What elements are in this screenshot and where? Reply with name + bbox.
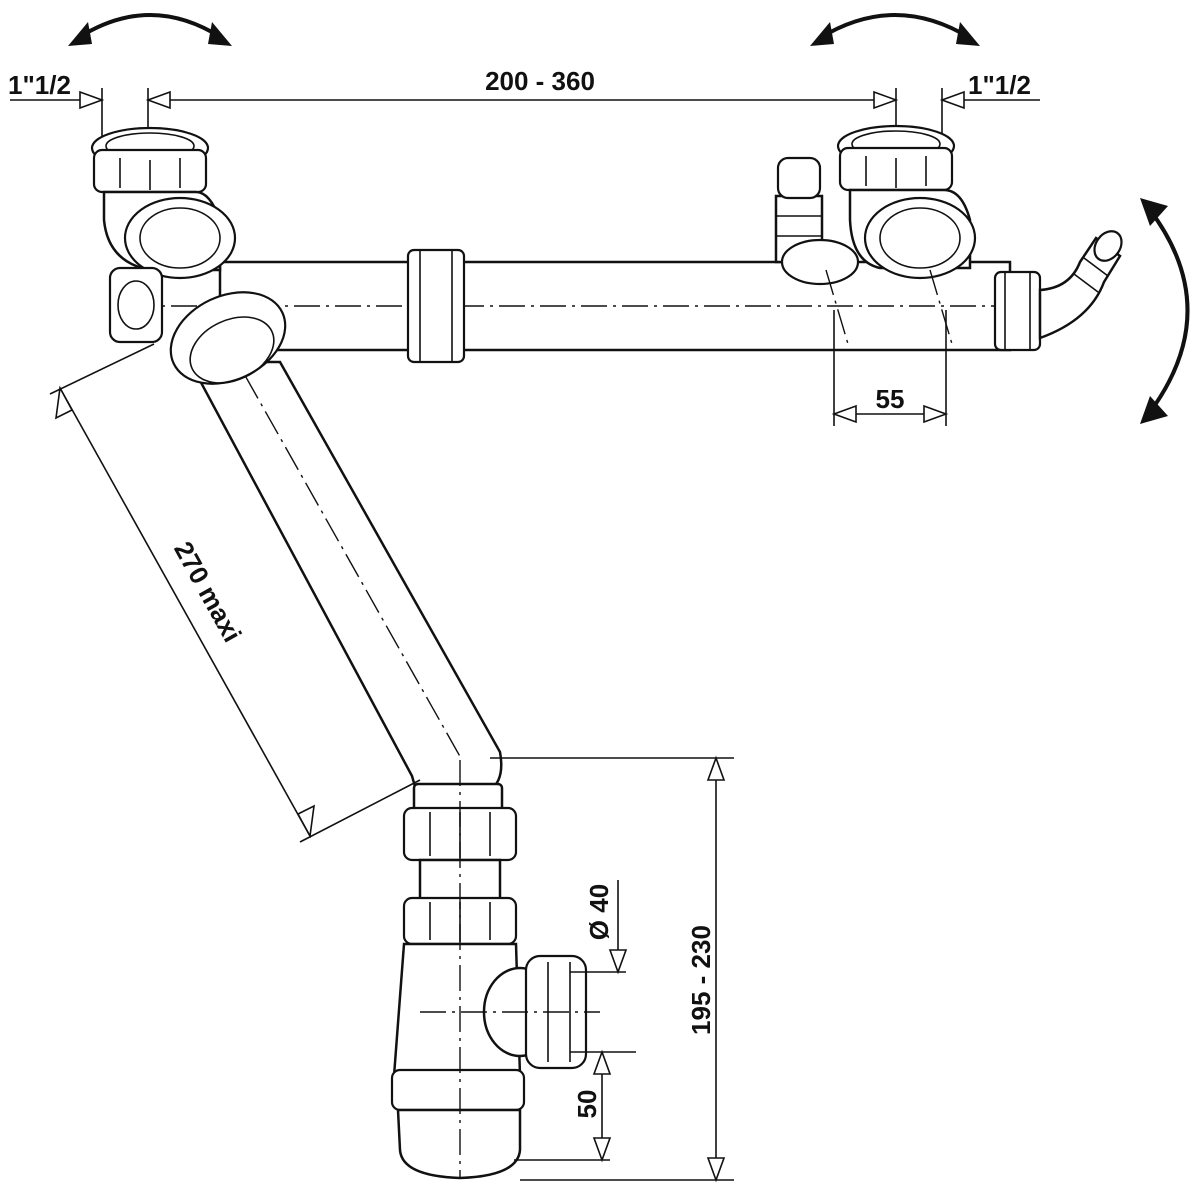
side-hose-nozzle <box>1038 230 1123 340</box>
outlet-diameter-label: Ø 40 <box>584 884 614 940</box>
dimension-thread-right: 1"1/2 <box>939 70 1040 160</box>
rotation-arrow-side-icon <box>1140 198 1190 424</box>
trap-height-label: 195 - 230 <box>686 925 716 1035</box>
left-inlet <box>90 126 237 344</box>
dimension-trap-height: 195 - 230 <box>490 755 734 1183</box>
horizontal-pipe <box>130 248 1042 364</box>
rotation-arrow-left-icon <box>68 13 232 46</box>
bottle-trap <box>390 760 600 1180</box>
dimension-overflow-offset: 55 <box>825 269 953 426</box>
thread-left-label: 1"1/2 <box>8 70 71 100</box>
arm-length-label: 270 maxi <box>168 536 248 647</box>
dimension-spacing: 200 - 360 <box>145 66 899 160</box>
overflow-offset-label: 55 <box>876 384 905 414</box>
right-inlet <box>774 124 977 286</box>
dimension-outlet-diameter: Ø 40 <box>570 880 628 975</box>
dimension-thread-left: 1"1/2 <box>8 70 105 160</box>
outlet-height-label: 50 <box>572 1090 602 1119</box>
diagonal-drain-arm <box>169 291 503 792</box>
dimension-outlet-height: 50 <box>514 1049 636 1163</box>
thread-right-label: 1"1/2 <box>968 70 1031 100</box>
spacing-label: 200 - 360 <box>485 66 595 96</box>
rotation-arrow-right-icon <box>810 13 980 46</box>
